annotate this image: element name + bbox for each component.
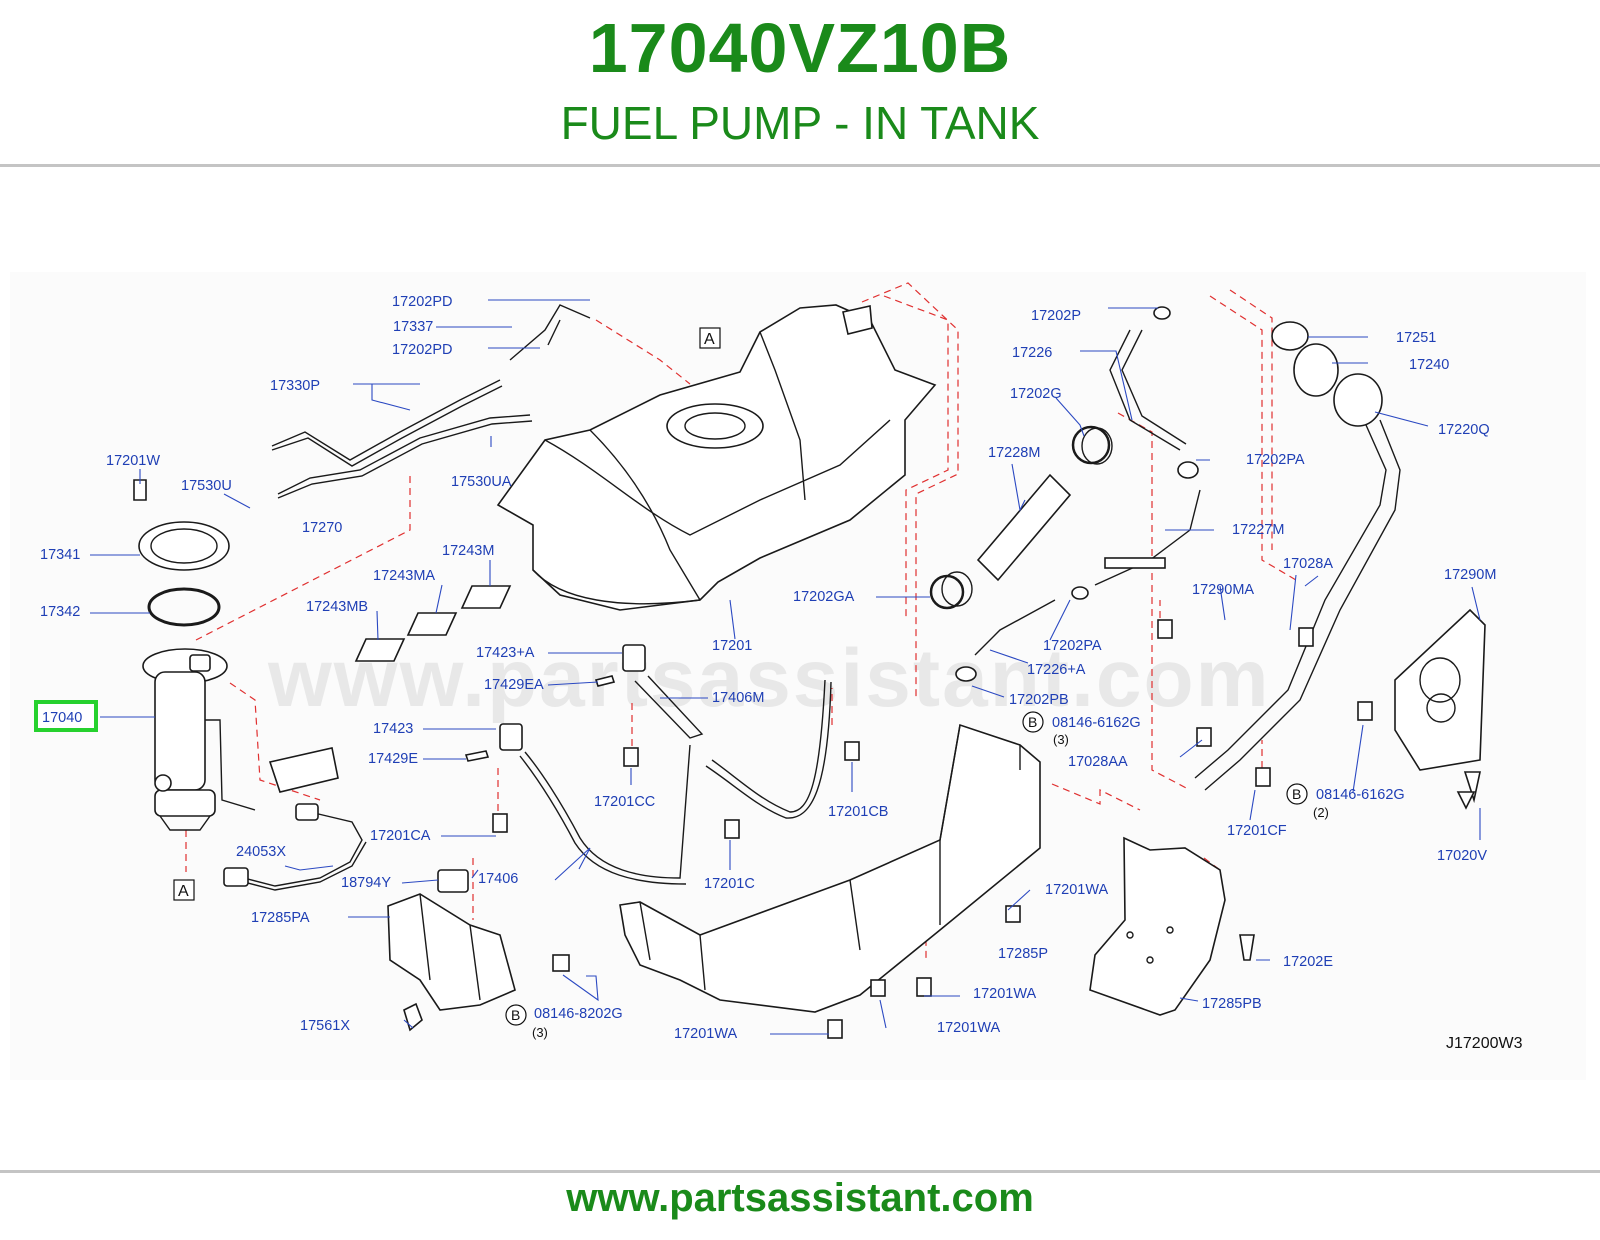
quantity-notes: (3) (3) (2) <box>532 732 1329 1040</box>
svg-text:B: B <box>1028 714 1037 730</box>
callout-17201CA: 17201CA <box>370 828 431 844</box>
callout-17202E: 17202E <box>1283 954 1333 970</box>
callout-17227M: 17227M <box>1232 522 1284 538</box>
callout-17226: 17226 <box>1012 345 1052 361</box>
callout-17429EA: 17429EA <box>484 677 544 693</box>
callout-17202PA-a: 17202PA <box>1246 452 1305 468</box>
callout-17201WA-a: 17201WA <box>1045 882 1108 898</box>
svg-text:B: B <box>511 1007 520 1023</box>
callout-08146-6162G-b: 08146-6162G <box>1316 787 1405 803</box>
callout-17201CC: 17201CC <box>594 794 655 810</box>
callout-17330P: 17330P <box>270 378 320 394</box>
svg-text:(3): (3) <box>1053 732 1069 747</box>
callout-17202PD-mid: 17202PD <box>392 342 452 358</box>
svg-text:A: A <box>178 883 189 900</box>
callout-18794Y: 18794Y <box>341 875 391 891</box>
callout-17423-plus-a: 17423+A <box>476 645 535 661</box>
callout-17285PA: 17285PA <box>251 910 310 926</box>
callout-17243MB: 17243MB <box>306 599 368 615</box>
callout-17285PB: 17285PB <box>1202 996 1262 1012</box>
callout-17243MA: 17243MA <box>373 568 435 584</box>
fuel-tank-drawing <box>496 304 937 611</box>
callout-17201C: 17201C <box>704 876 755 892</box>
svg-text:17040: 17040 <box>42 710 82 726</box>
callout-17429E: 17429E <box>368 751 418 767</box>
label-plates-drawing <box>354 585 512 662</box>
footer-divider <box>0 1170 1600 1173</box>
callout-17530U: 17530U <box>181 478 232 494</box>
callout-17202GA: 17202GA <box>793 589 855 605</box>
callout-17270: 17270 <box>302 520 342 536</box>
callout-17201WA-d: 17201WA <box>674 1026 737 1042</box>
tank-bands-drawing <box>519 679 832 885</box>
svg-text:(3): (3) <box>532 1025 548 1040</box>
callout-17202P: 17202P <box>1031 308 1081 324</box>
callout-17201WA-b: 17201WA <box>973 986 1036 1002</box>
callout-17028A: 17028A <box>1283 556 1333 572</box>
filler-tube-drawing <box>1194 321 1401 791</box>
callout-labels: 17202PD 17337 17202PD 17330P 17270 17201… <box>40 294 1496 1042</box>
callout-17028AA: 17028AA <box>1068 754 1128 770</box>
leader-lines <box>90 299 1481 1035</box>
callout-17406: 17406 <box>478 871 518 887</box>
callout-17251: 17251 <box>1396 330 1436 346</box>
header-divider <box>0 164 1600 167</box>
ref-box-a-bottom: A <box>173 879 195 901</box>
fuel-pump-drawing <box>142 648 256 831</box>
tank-protector-drawing <box>619 723 1041 1013</box>
callout-17202PA-b: 17202PA <box>1043 638 1102 654</box>
flange-and-oring-drawing <box>133 479 230 627</box>
callout-17202G: 17202G <box>1010 386 1062 402</box>
callout-17201WA-c: 17201WA <box>937 1020 1000 1036</box>
heat-shield-drawing <box>1089 836 1226 1016</box>
callout-17341: 17341 <box>40 547 80 563</box>
callout-17220Q: 17220Q <box>1438 422 1490 438</box>
callout-17285P: 17285P <box>998 946 1048 962</box>
footer-website[interactable]: www.partsassistant.com <box>566 1176 1034 1220</box>
filler-cup-drawing <box>1394 608 1486 804</box>
callout-17423: 17423 <box>373 721 413 737</box>
callout-17243M: 17243M <box>442 543 494 559</box>
callout-17337: 17337 <box>393 319 433 335</box>
svg-text:B: B <box>1292 786 1301 802</box>
svg-text:A: A <box>704 331 715 348</box>
callout-17342: 17342 <box>40 604 80 620</box>
highlighted-part-17040[interactable]: 17040 <box>34 700 98 732</box>
callout-17201CB: 17201CB <box>828 804 888 820</box>
fasteners-drawing <box>464 306 1476 1039</box>
callout-17240: 17240 <box>1409 357 1449 373</box>
callout-17530UA: 17530UA <box>451 474 512 490</box>
callout-17226-plus-a: 17226+A <box>1027 662 1086 678</box>
callout-17228M: 17228M <box>988 445 1040 461</box>
callout-17406M: 17406M <box>712 690 764 706</box>
harness-drawing <box>223 747 367 891</box>
callout-17290M: 17290M <box>1444 567 1496 583</box>
page-header: 17040VZ10B FUEL PUMP - IN TANK <box>0 0 1600 168</box>
ref-box-a-top: A <box>699 327 721 349</box>
vent-tubes-drawing <box>271 304 591 499</box>
svg-text:(2): (2) <box>1313 805 1329 820</box>
callout-24053X: 24053X <box>236 844 286 860</box>
callout-17201W: 17201W <box>106 453 160 469</box>
callout-17202PD-top: 17202PD <box>392 294 452 310</box>
callout-17290MA: 17290MA <box>1192 582 1254 598</box>
part-number-title: 17040VZ10B <box>588 9 1012 87</box>
callout-08146-6162G-a: 08146-6162G <box>1052 715 1141 731</box>
callout-17020V: 17020V <box>1437 848 1487 864</box>
callout-17201: 17201 <box>712 638 752 654</box>
figure-code: J17200W3 <box>1446 1035 1523 1052</box>
filler-hose-drawing <box>941 329 1201 656</box>
callout-17561X: 17561X <box>300 1018 350 1034</box>
bracket-drawing <box>387 869 516 1032</box>
part-name-subtitle: FUEL PUMP - IN TANK <box>560 97 1040 149</box>
watermark: www.partsassistant.com <box>267 633 1271 724</box>
callout-17202PB: 17202PB <box>1009 692 1069 708</box>
callout-17201CF: 17201CF <box>1227 823 1287 839</box>
circle-b-markers: B B B <box>505 711 1308 1026</box>
callout-08146-8202G: 08146-8202G <box>534 1006 623 1022</box>
